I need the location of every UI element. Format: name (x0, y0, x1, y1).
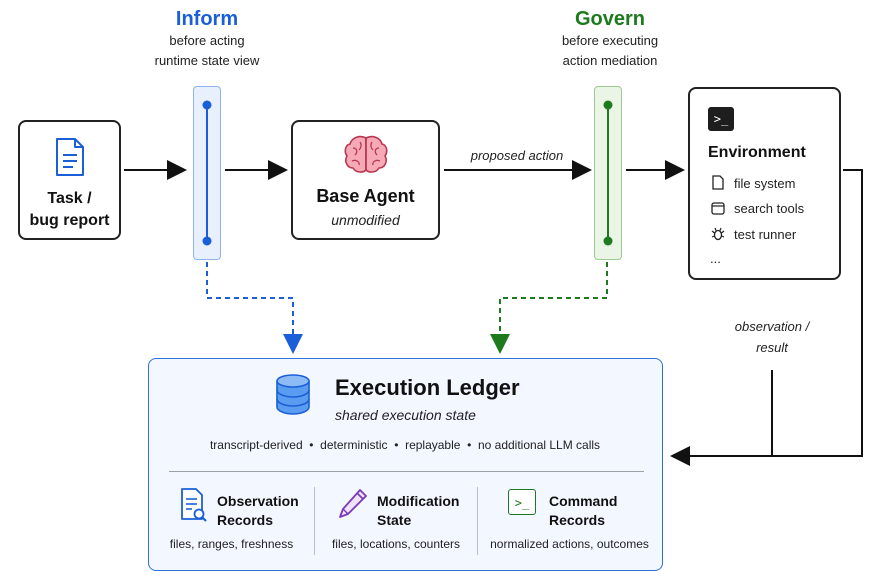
document-icon (56, 138, 84, 176)
section-3-title1: Command (549, 493, 618, 509)
task-box: Task / bug report (18, 120, 121, 240)
inform-line1: before acting (169, 33, 245, 48)
arrow-environment-to-ledger (670, 169, 863, 466)
section-3-title2: Records (549, 512, 606, 528)
env-item-search-tools: search tools (710, 201, 804, 216)
ledger-properties: transcript-derived • deterministic • rep… (209, 438, 601, 452)
govern-line1: before executing (561, 33, 659, 48)
execution-ledger-panel: Execution Ledger shared execution state … (148, 358, 663, 571)
inform-title: Inform (175, 8, 239, 30)
database-icon (276, 374, 310, 415)
environment-title: Environment (708, 144, 806, 161)
search-window-icon (710, 201, 726, 216)
ledger-title: Execution Ledger (335, 375, 520, 400)
observation-line1: observation / (734, 319, 810, 334)
base-agent-box: Base Agent unmodified (291, 120, 440, 240)
section-3-sub: normalized actions, outcomes (490, 537, 649, 551)
govern-title: Govern (574, 8, 646, 30)
env-item-test-runner: test runner (710, 227, 796, 242)
proposed-action-label: proposed action (470, 148, 564, 163)
task-line2: bug report (29, 212, 110, 229)
ledger-subtitle: shared execution state (335, 407, 476, 423)
section-1-sub: files, ranges, freshness (169, 537, 294, 551)
env-item-file-system: file system (710, 175, 795, 191)
observation-line2: result (756, 340, 788, 355)
environment-box: >_ Environment file system search tools … (688, 87, 841, 280)
inform-gate (193, 86, 221, 260)
govern-gate (594, 86, 622, 260)
govern-header: Govern before executing action mediation (535, 8, 685, 71)
command-prompt-icon: >_ (508, 489, 536, 515)
task-line1: Task / (47, 190, 92, 207)
section-2-title1: Modification (377, 493, 460, 509)
ledger-divider (169, 471, 644, 472)
section-separator-2 (477, 487, 478, 555)
section-observation-records: Observation Records files, ranges, fresh… (149, 479, 314, 569)
section-1-title2: Records (217, 512, 274, 528)
section-1-title1: Observation (217, 493, 299, 509)
bug-icon (710, 227, 726, 242)
inform-header: Inform before acting runtime state view (132, 8, 282, 71)
document-search-icon (181, 488, 207, 522)
section-2-title2: State (377, 512, 412, 528)
agent-title: Base Agent (316, 186, 415, 206)
pencil-icon (339, 489, 367, 518)
observation-label: observation / result (712, 316, 832, 358)
section-modification-state: Modification State files, locations, cou… (315, 479, 477, 569)
section-command-records: >_ Command Records normalized actions, o… (478, 479, 661, 569)
dashed-inform-to-ledger (206, 262, 303, 354)
section-separator-1 (314, 487, 315, 555)
dashed-govern-to-ledger (490, 262, 608, 354)
agent-subtitle: unmodified (331, 212, 400, 228)
inform-line2: runtime state view (154, 53, 260, 68)
brain-icon (344, 135, 388, 173)
section-2-sub: files, locations, counters (331, 537, 461, 551)
file-icon (710, 175, 726, 191)
env-item-more: ... (710, 251, 721, 266)
govern-line2: action mediation (562, 53, 658, 68)
terminal-icon: >_ (708, 107, 734, 131)
